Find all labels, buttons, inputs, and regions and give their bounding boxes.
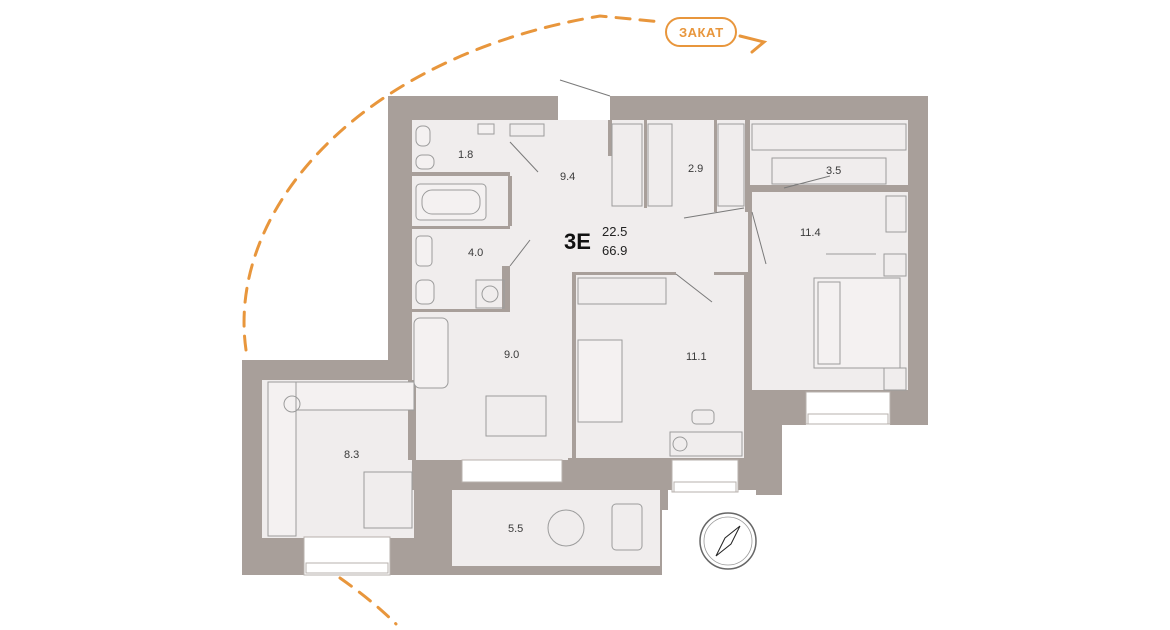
windows [303, 96, 891, 576]
apartment-type: 3E [564, 229, 591, 254]
living-area-value: 22.5 [602, 224, 627, 239]
room-bathroom-area: 4.0 [468, 247, 483, 259]
room-labels: 1.8 9.4 2.9 3.5 4.0 11.4 9.0 11.1 8.3 5.… [344, 149, 841, 535]
inner-walls [408, 120, 908, 490]
room-wardrobe-small-area: 2.9 [688, 163, 703, 175]
sunset-indicator: ЗАКАТ [242, 14, 768, 626]
floors [262, 120, 908, 566]
apartment-info: 3E 22.5 66.9 [564, 224, 627, 258]
room-living-area: 9.0 [504, 349, 519, 361]
sunset-badge [665, 17, 737, 47]
doors [509, 79, 831, 303]
total-area-value: 66.9 [602, 243, 627, 258]
room-kitchen-area: 8.3 [344, 449, 359, 461]
furniture [267, 123, 907, 551]
room-bedroom-right-area: 11.4 [800, 227, 821, 239]
room-hall-area: 9.4 [560, 171, 575, 183]
sunset-label: ЗАКАТ [679, 25, 724, 40]
room-wardrobe-large-area: 3.5 [826, 165, 841, 177]
room-wc-area: 1.8 [458, 149, 473, 161]
room-balcony-area: 5.5 [508, 523, 523, 535]
room-bedroom-mid-area: 11.1 [686, 351, 707, 363]
compass-icon [699, 512, 757, 570]
